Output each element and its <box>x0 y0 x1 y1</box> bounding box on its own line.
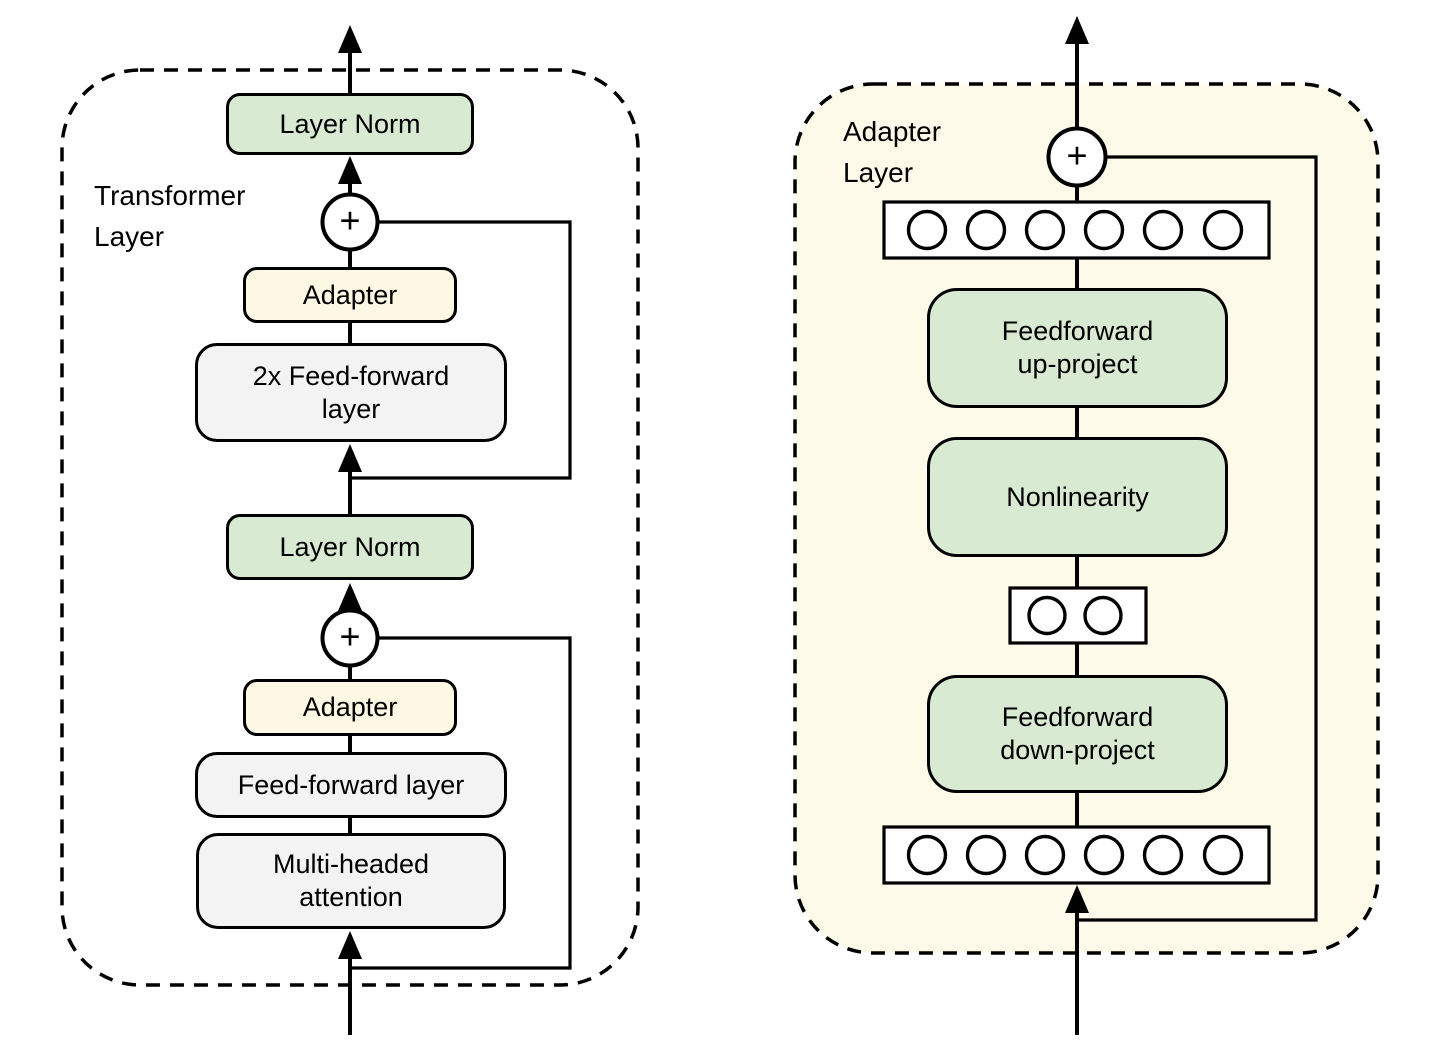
feature-unit <box>1024 834 1066 876</box>
feature-unit <box>1142 834 1184 876</box>
multi-headed-attention-box: Multi-headed attention <box>196 833 506 929</box>
feedforward-up-project-box: Feedforward up-project <box>927 288 1228 408</box>
adapter-bottom-box: Adapter <box>243 679 457 736</box>
feature-unit <box>1142 209 1184 251</box>
sum-node-lower-left <box>320 608 380 668</box>
feature-unit <box>1027 595 1067 636</box>
arrowhead <box>1065 16 1089 44</box>
feature-unit <box>1024 209 1066 251</box>
feature-unit <box>1083 834 1125 876</box>
arrowhead <box>338 931 362 959</box>
skip-connection-adapter <box>1077 155 1318 922</box>
feature-unit <box>906 209 948 251</box>
nonlinearity-box: Nonlinearity <box>927 437 1228 557</box>
arrowhead <box>338 25 362 53</box>
layer-norm-top-box: Layer Norm <box>226 93 474 155</box>
feed-forward-layer-box: Feed-forward layer <box>195 752 507 818</box>
feature-unit <box>965 834 1007 876</box>
arrowhead <box>338 583 362 611</box>
plus-symbol: + <box>1066 134 1088 176</box>
feature-unit <box>1202 834 1244 876</box>
arrowhead <box>338 444 362 472</box>
layer-norm-bottom-box: Layer Norm <box>226 514 474 580</box>
feedforward-down-project-box: Feedforward down-project <box>927 675 1228 793</box>
adapter-top-box: Adapter <box>243 267 457 323</box>
feature-unit <box>906 834 948 876</box>
transformer-layer-label: Transformer Layer <box>94 180 246 252</box>
plus-symbol: + <box>339 199 361 241</box>
feature-unit <box>965 209 1007 251</box>
plus-symbol: + <box>339 615 361 657</box>
skip-connection-lower-left <box>350 636 572 970</box>
feature-unit <box>1202 209 1244 251</box>
feature-unit <box>1083 595 1123 636</box>
feed-forward-2x-box: 2x Feed-forward layer <box>195 343 507 442</box>
adapter-layer-label: Adapter Layer <box>843 116 942 188</box>
sum-node-upper-left <box>320 192 380 252</box>
arrowhead <box>338 156 362 184</box>
arrowhead <box>1065 885 1089 913</box>
skip-connection-upper-left <box>350 220 572 480</box>
feature-unit <box>1083 209 1125 251</box>
